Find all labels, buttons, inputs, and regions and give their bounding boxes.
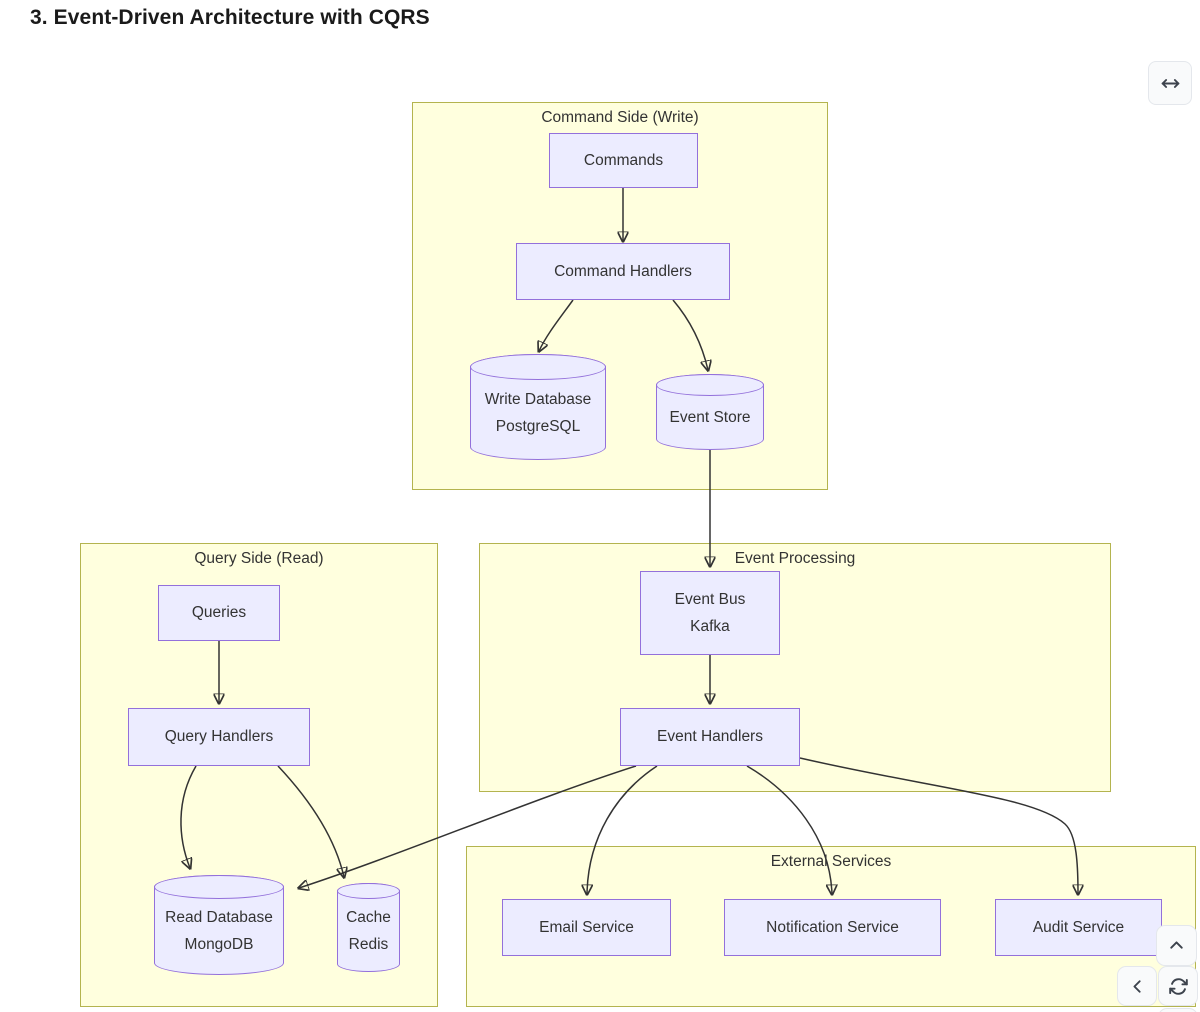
node-commands-label: Commands bbox=[583, 151, 664, 169]
node-query-handlers: Query Handlers bbox=[128, 708, 310, 766]
cluster-event-processing-label: Event Processing bbox=[734, 550, 856, 567]
node-command-handlers: Command Handlers bbox=[516, 243, 730, 300]
node-cache-sublabel: Redis bbox=[348, 936, 389, 953]
refresh-button[interactable] bbox=[1158, 966, 1198, 1006]
node-notification-service-label: Notification Service bbox=[766, 918, 899, 936]
node-query-handlers-label: Query Handlers bbox=[164, 728, 274, 745]
node-event-store: Event Store bbox=[656, 374, 764, 450]
node-read-database-sublabel: MongoDB bbox=[184, 935, 254, 953]
node-event-bus-label: Event Bus bbox=[674, 590, 746, 608]
node-event-bus-sublabel: Kafka bbox=[690, 617, 730, 635]
node-event-handlers: Event Handlers bbox=[620, 708, 800, 766]
refresh-icon bbox=[1168, 977, 1188, 995]
scroll-up-button[interactable] bbox=[1156, 925, 1197, 966]
page-title: 3. Event-Driven Architecture with CQRS bbox=[30, 6, 430, 29]
node-cache-label: Cache bbox=[346, 909, 391, 926]
node-event-store-label: Event Store bbox=[669, 408, 751, 426]
edge-query-handlers-to-read-db bbox=[180, 765, 197, 868]
cluster-command-side-label: Command Side (Write) bbox=[541, 109, 699, 126]
node-event-handlers-label: Event Handlers bbox=[657, 728, 763, 745]
edge-event-handlers-to-audit-service bbox=[799, 757, 1078, 894]
node-write-database-sublabel: PostgreSQL bbox=[495, 418, 581, 435]
chevron-left-icon bbox=[1132, 979, 1141, 993]
edge-event-handlers-to-email-service bbox=[587, 765, 658, 894]
edge-command-handlers-to-event-store bbox=[672, 299, 708, 370]
node-notification-service: Notification Service bbox=[724, 899, 941, 956]
node-event-bus: Event Bus Kafka bbox=[640, 571, 780, 655]
node-write-database: Write Database PostgreSQL bbox=[470, 354, 606, 460]
node-audit-service-label: Audit Service bbox=[1032, 918, 1125, 936]
cluster-query-side-label: Query Side (Read) bbox=[194, 550, 324, 567]
cluster-external-services-label: External Services bbox=[770, 853, 892, 870]
node-write-database-label: Write Database bbox=[484, 391, 592, 408]
node-audit-service: Audit Service bbox=[995, 899, 1162, 956]
partial-hidden-button[interactable] bbox=[1158, 1008, 1198, 1012]
edge-query-handlers-to-cache bbox=[277, 765, 344, 877]
node-queries-label: Queries bbox=[191, 604, 247, 621]
node-queries: Queries bbox=[158, 585, 280, 641]
node-command-handlers-label: Command Handlers bbox=[554, 262, 692, 280]
node-commands: Commands bbox=[549, 133, 698, 188]
edge-event-handlers-to-notification-service bbox=[746, 765, 832, 894]
edge-event-handlers-to-read-db bbox=[299, 765, 637, 888]
arrows-left-right-icon bbox=[1161, 78, 1179, 88]
edge-command-handlers-to-write-db bbox=[539, 299, 574, 351]
node-email-service-label: Email Service bbox=[539, 918, 634, 936]
node-cache: Cache Redis bbox=[337, 883, 400, 972]
expand-width-button[interactable] bbox=[1148, 61, 1192, 105]
node-email-service: Email Service bbox=[502, 899, 671, 956]
node-read-database-label: Read Database bbox=[165, 908, 273, 926]
chevron-up-icon bbox=[1170, 941, 1183, 949]
back-button[interactable] bbox=[1117, 966, 1157, 1006]
node-read-database: Read Database MongoDB bbox=[154, 875, 284, 975]
